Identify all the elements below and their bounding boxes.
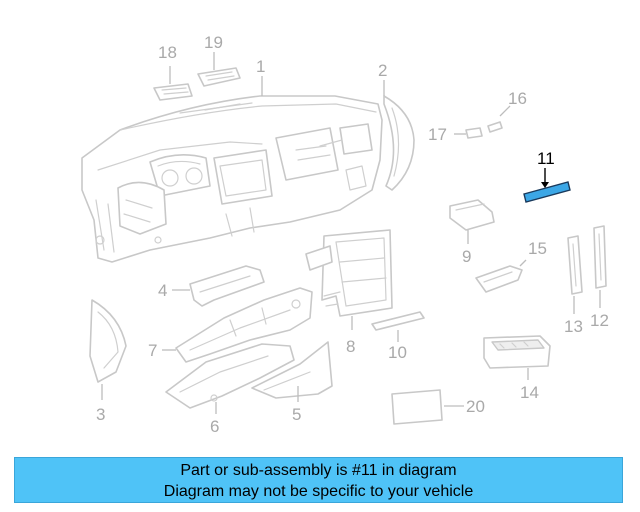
callout-14: 14 (520, 383, 539, 402)
part-6-knee-bolster (165, 343, 295, 409)
leader-15 (519, 259, 527, 267)
callout-11: 11 (537, 149, 555, 168)
part-8-center-bracket (305, 229, 393, 317)
callout-5: 5 (292, 405, 301, 424)
part-19-vent (197, 67, 241, 87)
part-2-end-cap (383, 95, 415, 191)
part-15-bracket (475, 265, 523, 293)
callout-13: 13 (564, 317, 583, 336)
part-14-storage-pocket (483, 335, 551, 369)
part-info-banner: Part or sub-assembly is #11 in diagram D… (14, 457, 623, 503)
part-7-lower-trim-panel (175, 287, 313, 363)
callout-19: 19 (204, 33, 223, 52)
part-13-pillar-trim (567, 235, 583, 295)
part-9-glove-box-liner (449, 199, 495, 231)
part-16-clip (487, 121, 503, 133)
part-4-trim-strip (189, 265, 265, 307)
callout-10: 10 (388, 343, 407, 362)
part-17-clip (465, 127, 483, 139)
callout-6: 6 (210, 417, 219, 436)
callout-16: 16 (508, 89, 527, 108)
callout-7: 7 (148, 341, 157, 360)
callout-9: 9 (462, 247, 471, 266)
part-1-instrument-panel (81, 95, 383, 263)
banner-line-part-number: Part or sub-assembly is #11 in diagram (180, 462, 457, 479)
leader-16 (499, 105, 511, 117)
callout-12: 12 (590, 311, 609, 330)
leader-11-arrowhead (541, 182, 549, 188)
callout-2: 2 (378, 61, 387, 80)
callout-18: 18 (158, 43, 177, 62)
callout-8: 8 (346, 337, 355, 356)
part-11-highlighted-trim (523, 181, 571, 203)
part-10-trim-strip (371, 311, 425, 331)
part-20-flat-panel (391, 389, 443, 425)
callout-20: 20 (466, 397, 485, 416)
part-18-vent (153, 83, 193, 101)
part-3-side-trim-panel (89, 299, 127, 383)
part-5-console-side-cover (251, 341, 333, 399)
callout-17: 17 (428, 125, 447, 144)
callout-4: 4 (158, 281, 167, 300)
banner-line-disclaimer: Diagram may not be specific to your vehi… (163, 483, 474, 500)
dashboard-exploded-diagram: 1 2 3 4 7 (81, 33, 609, 436)
part-12-pillar-trim (593, 225, 607, 289)
callout-1: 1 (256, 57, 265, 76)
callout-3: 3 (96, 405, 105, 424)
callout-15: 15 (528, 239, 547, 258)
